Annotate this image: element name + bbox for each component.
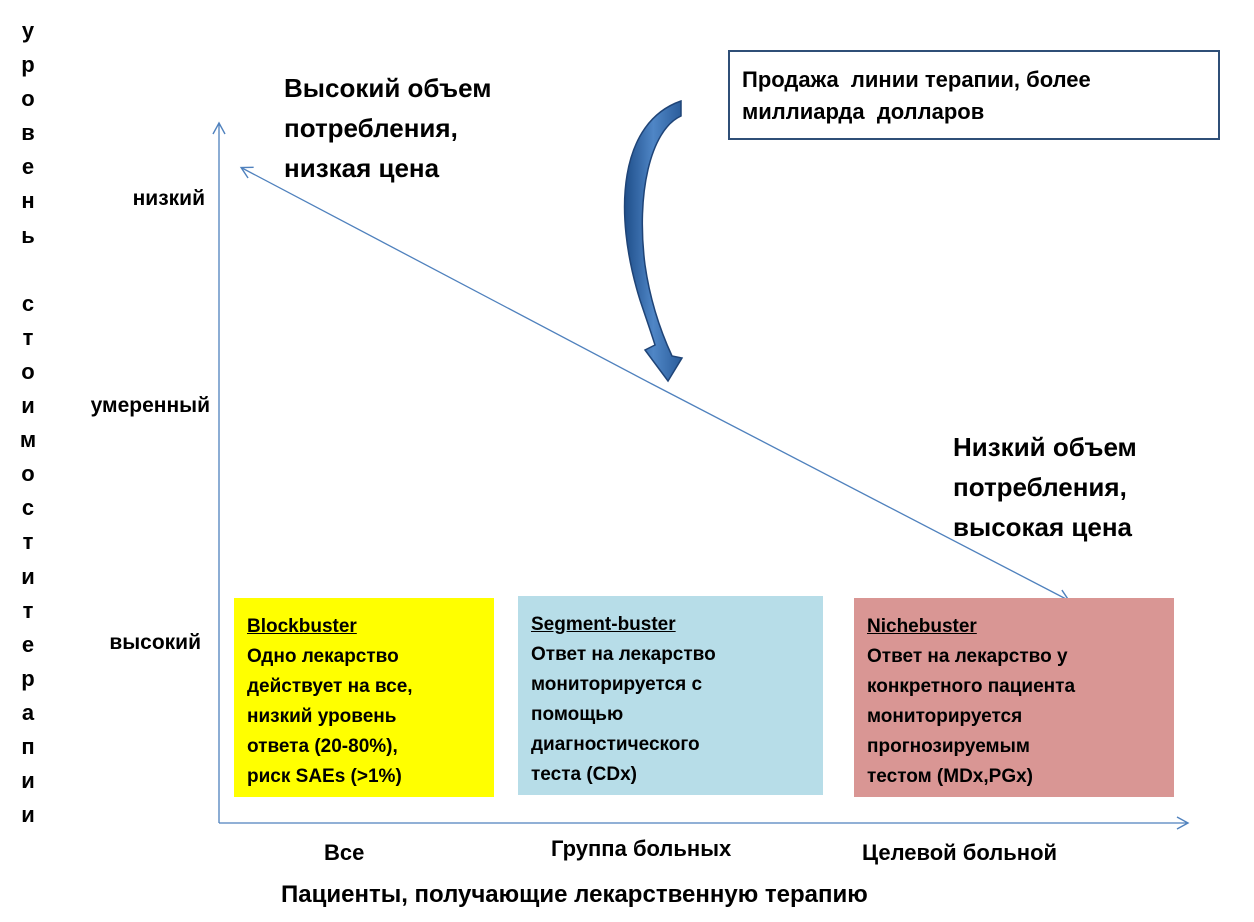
y-title-letter: т xyxy=(22,324,34,350)
text-line: потребления, xyxy=(284,113,458,143)
y-title-letter: с xyxy=(21,495,35,521)
y-title-letter: с xyxy=(21,290,35,316)
box-title: Blockbuster xyxy=(247,616,357,637)
box-line: низкий уровень xyxy=(247,706,397,727)
box-line: прогнозируемым xyxy=(867,736,1030,757)
box-line: Ответ на лекарство у xyxy=(867,646,1068,667)
segmentbuster-box: Segment-buster Ответ на лекарство монито… xyxy=(518,596,823,795)
text-line: высокая цена xyxy=(953,512,1133,542)
y-title-letter: и xyxy=(21,768,35,794)
text-line: низкая цена xyxy=(284,153,440,183)
blockbuster-box: Blockbuster Одно лекарство действует на … xyxy=(234,598,494,797)
y-title-letter: в xyxy=(21,120,35,146)
callout-line: Продажа линии терапии, более xyxy=(742,67,1091,92)
y-title-letter: и xyxy=(21,563,35,589)
x-category-group: Группа больных xyxy=(551,836,732,861)
box-line: Ответ на лекарство xyxy=(531,644,716,665)
box-line: риск SAEs (>1%) xyxy=(247,766,402,787)
y-title-letter: о xyxy=(21,86,35,112)
y-axis-title: у р о в е н ь с т о и м о с т и т е р а … xyxy=(14,14,42,832)
y-title-letter: т xyxy=(22,529,34,555)
box-line: мониторируется xyxy=(867,706,1023,727)
y-level-moderate: умеренный xyxy=(90,394,210,417)
box-line: мониторируется с xyxy=(531,674,703,695)
y-title-letter: н xyxy=(21,188,35,214)
box-line: ответа (20-80%), xyxy=(247,736,398,757)
x-category-all: Все xyxy=(324,840,365,865)
y-title-letter: р xyxy=(21,665,35,691)
y-title-letter: е xyxy=(21,631,35,657)
box-title: Segment-buster xyxy=(531,614,676,635)
y-title-letter: м xyxy=(19,427,37,453)
box-line: действует на все, xyxy=(247,676,413,697)
y-title-letter: р xyxy=(21,52,35,78)
x-axis-title: Пациенты, получающие лекарственную терап… xyxy=(281,881,868,908)
x-category-target: Целевой больной xyxy=(862,840,1058,865)
y-level-low: низкий xyxy=(132,187,205,210)
y-title-letter: у xyxy=(21,18,35,43)
y-title-letter: т xyxy=(22,597,34,623)
box-line: тестом (MDx,PGx) xyxy=(867,766,1033,787)
diagonal-arrow-line xyxy=(649,382,1071,602)
y-title-letter: а xyxy=(21,699,35,725)
sales-callout-box: Продажа линии терапии, более миллиарда д… xyxy=(728,50,1220,140)
box-line: диагностического xyxy=(531,734,700,755)
text-line: Высокий объем xyxy=(284,73,492,103)
y-title-letter: о xyxy=(21,358,35,384)
y-title-letter: е xyxy=(21,154,35,180)
y-title-letter: п xyxy=(21,733,35,759)
y-level-high: высокий xyxy=(109,631,201,654)
low-volume-high-price-text: Низкий объем потребления, высокая цена xyxy=(953,427,1137,547)
y-title-letter: и xyxy=(21,393,35,419)
box-line: Одно лекарство xyxy=(247,646,399,667)
nichebuster-box: Nichebuster Ответ на лекарство у конкрет… xyxy=(854,598,1174,797)
y-title-letter: о xyxy=(21,461,35,487)
callout-line: миллиарда долларов xyxy=(742,99,985,124)
box-line: конкретного пациента xyxy=(867,676,1076,697)
y-title-letter: и xyxy=(21,802,35,828)
y-title-letter: ь xyxy=(21,222,35,248)
box-title: Nichebuster xyxy=(867,616,977,637)
diagonal-arrow-line-back xyxy=(239,166,651,384)
box-line: помощью xyxy=(531,704,624,725)
text-line: Низкий объем xyxy=(953,432,1137,462)
curved-arrow-icon xyxy=(623,99,684,383)
box-line: теста (CDx) xyxy=(531,764,638,785)
text-line: потребления, xyxy=(953,472,1127,502)
high-volume-low-price-text: Высокий объем потребления, низкая цена xyxy=(284,68,491,188)
